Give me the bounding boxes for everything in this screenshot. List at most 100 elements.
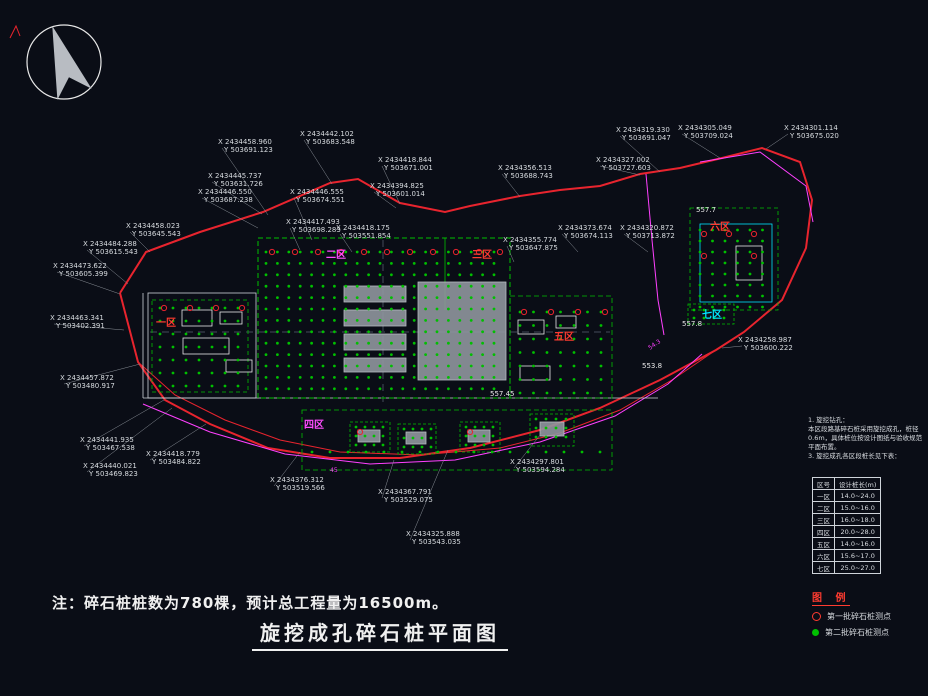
- pile-dot: [544, 450, 548, 454]
- pile-dot: [197, 332, 201, 336]
- coord-label-y: Y 503543.035: [411, 538, 461, 546]
- north-arrow-circle: [26, 24, 102, 100]
- pile-dot: [355, 341, 359, 345]
- pile-dot: [401, 387, 405, 391]
- pile-dot: [436, 450, 440, 454]
- pile-dot: [518, 337, 522, 341]
- pile-dot: [458, 250, 462, 254]
- pile-dot: [171, 306, 175, 310]
- pile-dot: [210, 384, 214, 388]
- coord-label-y: Y 503688.743: [503, 172, 553, 180]
- pile-dot: [534, 417, 538, 421]
- table-cell: 15.6~17.0: [833, 549, 882, 562]
- pile-dot: [492, 376, 496, 379]
- coord-label-x: X 2434418.779: [146, 450, 200, 458]
- pile-dot: [544, 417, 548, 421]
- coord-label-x: X 2434394.825: [370, 182, 424, 190]
- pile-dot: [276, 273, 279, 277]
- pile-dot: [158, 319, 162, 323]
- footprint-7: [519, 365, 551, 381]
- coord-label-y: Y 503601.014: [375, 190, 425, 198]
- pile-dot: [287, 387, 291, 391]
- pile-dot: [412, 341, 416, 345]
- pile-dot: [559, 324, 562, 327]
- pile-dot: [355, 307, 359, 311]
- cluster-hatch-2: [405, 431, 427, 445]
- pile-dot: [276, 353, 279, 356]
- legend-items: 第一批碎石桩测点第二批碎石桩测点: [812, 611, 891, 638]
- pile-dot: [559, 391, 562, 395]
- coord-label-x: X 2434446.550: [198, 188, 252, 196]
- leader-line: [149, 423, 207, 461]
- pile-dot: [723, 250, 727, 254]
- pile-dot: [310, 284, 313, 288]
- pile-dot: [236, 319, 240, 323]
- pile-dot: [447, 250, 450, 254]
- coord-label-x: X 2434463.341: [50, 314, 104, 322]
- pile-dot: [333, 250, 336, 254]
- pile-dot: [492, 284, 496, 288]
- table-cell: 15.0~16.0: [833, 501, 882, 514]
- coord-label-x: X 2434367.791: [378, 488, 432, 496]
- pile-dot: [492, 364, 496, 368]
- building-hatch-2: [343, 309, 407, 327]
- zone6-rect: [689, 207, 779, 311]
- pile-dot: [559, 310, 562, 314]
- pile-dot: [344, 296, 348, 299]
- pile-dot: [158, 332, 162, 336]
- pile-dot: [435, 353, 439, 356]
- table-cell: 五区: [812, 537, 835, 550]
- pile-dot: [545, 324, 549, 327]
- first-batch-marker: [337, 248, 345, 256]
- pile-dot: [223, 384, 227, 388]
- table-cell: 三区: [812, 513, 835, 526]
- corner-mark: [9, 24, 21, 39]
- pile-dot: [761, 228, 764, 232]
- pile-dot: [333, 330, 336, 334]
- zone4-rect: [301, 409, 613, 471]
- pile-dot: [435, 262, 439, 265]
- pile-dot: [321, 307, 325, 311]
- table-cell: 25.0~27.0: [833, 561, 882, 574]
- pile-dot: [378, 341, 382, 345]
- pile-dot: [367, 341, 370, 345]
- pile-dot: [447, 376, 450, 379]
- coord-label-y: Y 503674.113: [563, 232, 613, 240]
- pile-dot: [736, 239, 739, 243]
- pile-dot: [469, 296, 473, 299]
- pile-dot: [210, 358, 214, 362]
- pile-dot: [761, 294, 764, 298]
- table-cell: 四区: [812, 525, 835, 538]
- pile-dot: [420, 427, 424, 431]
- pile-dot: [545, 310, 549, 314]
- pile-dot: [572, 351, 576, 354]
- pile-dot: [276, 284, 279, 288]
- pile-dot: [287, 284, 291, 288]
- first-batch-marker: [314, 248, 322, 256]
- coord-label-x: X 2434355.774: [503, 236, 557, 244]
- pile-dot: [447, 296, 450, 299]
- pile-dot: [287, 364, 291, 368]
- pile-dot: [158, 358, 162, 362]
- leader-line: [681, 133, 721, 159]
- first-batch-marker: [160, 304, 168, 312]
- pile-dot: [276, 376, 279, 379]
- pile-dot: [447, 307, 450, 311]
- pile-dot: [412, 319, 416, 322]
- pile-dot: [310, 273, 313, 277]
- first-batch-marker: [406, 248, 414, 256]
- pile-dot: [381, 443, 385, 447]
- table-cell: 二区: [812, 501, 835, 514]
- pile-dot: [545, 351, 549, 354]
- pile-dot: [748, 261, 752, 265]
- magenta-chain: [142, 353, 703, 465]
- pile-dot: [469, 353, 473, 356]
- pile-dot: [367, 262, 370, 265]
- pile-dot: [264, 262, 268, 265]
- pile-dot: [287, 250, 291, 254]
- pile-dot: [518, 378, 522, 381]
- pile-dot: [401, 250, 405, 254]
- pile-dot: [321, 387, 325, 391]
- pile-dot: [310, 330, 313, 334]
